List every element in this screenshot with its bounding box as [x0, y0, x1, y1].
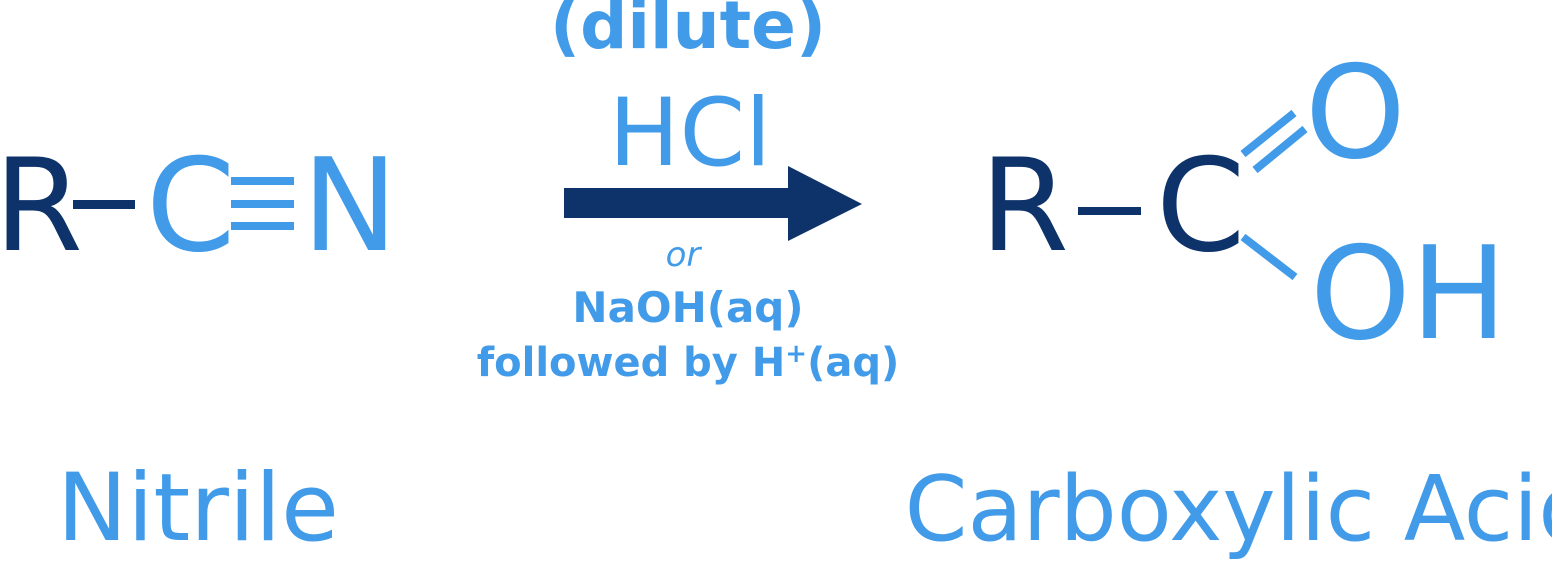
- single-bond-oh: [1240, 233, 1298, 281]
- triple-bond: [231, 177, 294, 230]
- reagent-hcl: HCl: [609, 79, 771, 188]
- atom-c: C: [146, 132, 235, 281]
- product-name: Carboxylic Acid: [905, 457, 1552, 561]
- atom-n: N: [302, 132, 398, 281]
- atom-r: R: [980, 132, 1069, 281]
- followup-aq: (aq): [807, 340, 899, 386]
- reactant-name: Nitrile: [57, 454, 339, 561]
- atom-o: O: [1305, 39, 1406, 188]
- nitrile-structure: R C N: [0, 132, 398, 281]
- condition-dilute: (dilute): [550, 0, 826, 64]
- double-bond: [1240, 109, 1308, 174]
- followup-text: followed by H: [477, 340, 786, 386]
- atom-c: C: [1156, 132, 1245, 281]
- carboxylic-acid-structure: R C O OH: [980, 39, 1507, 369]
- group-oh: OH: [1310, 220, 1507, 369]
- alt-reagent: NaOH(aq): [572, 283, 803, 332]
- reaction-arrow: [564, 166, 862, 241]
- superscript-plus: +: [785, 339, 807, 369]
- atom-r: R: [0, 132, 83, 281]
- single-bond: [73, 200, 135, 209]
- single-bond: [1078, 207, 1141, 215]
- separator-or: or: [666, 235, 703, 275]
- alt-followup: followed by H+(aq): [477, 339, 900, 386]
